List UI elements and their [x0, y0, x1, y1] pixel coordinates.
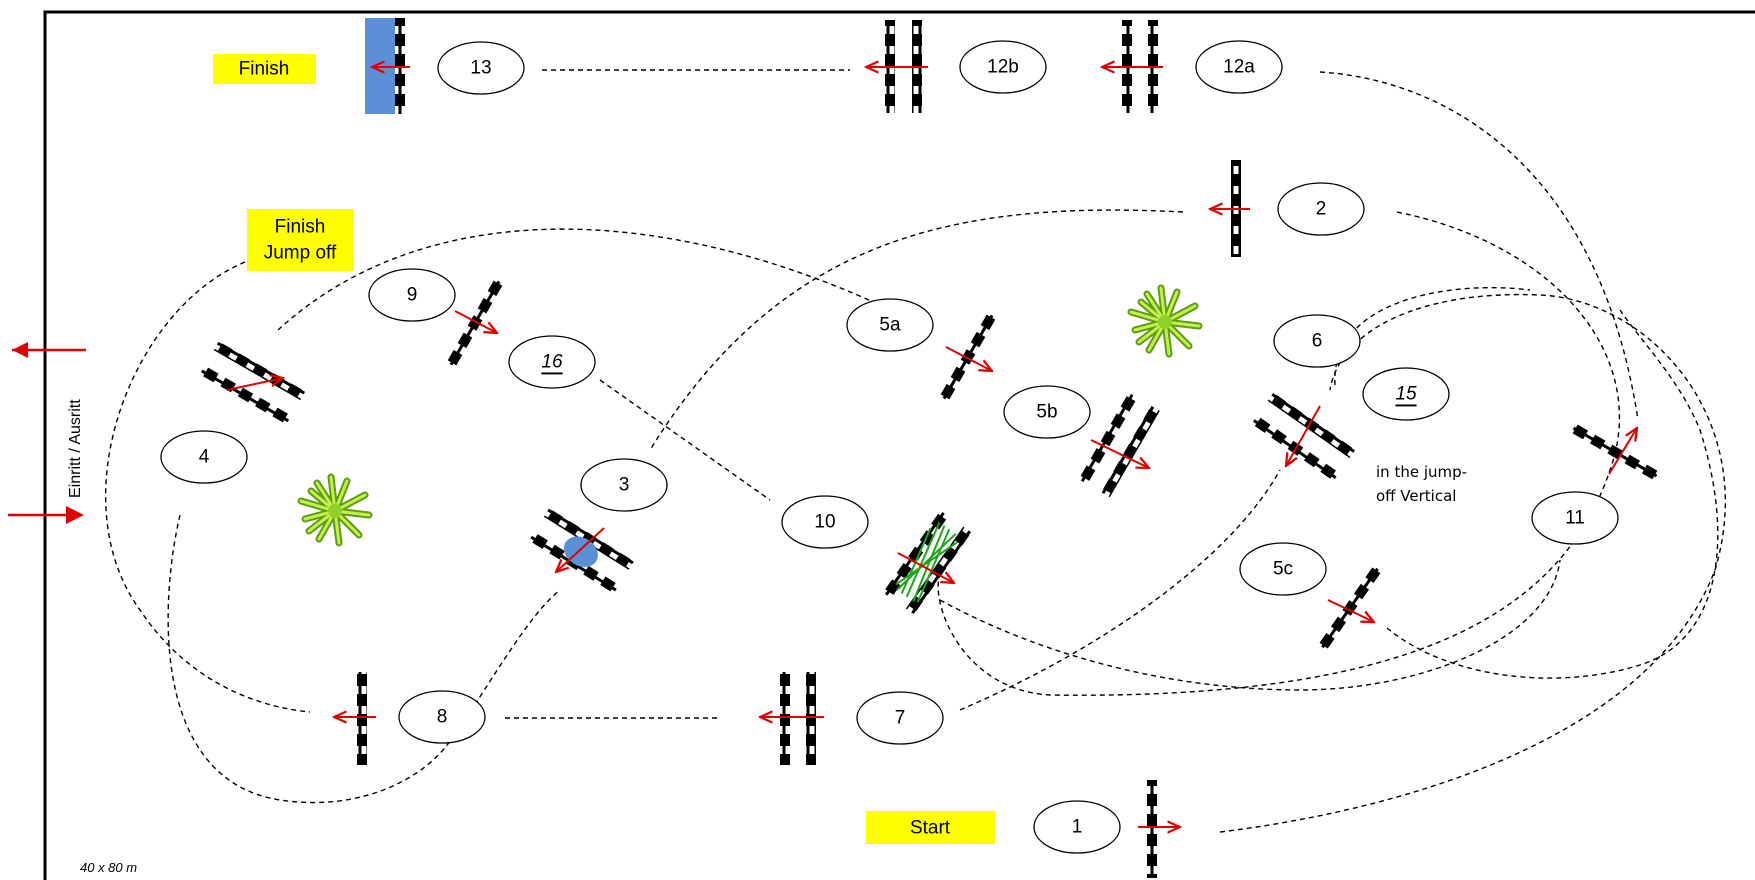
fence-13: [372, 18, 410, 114]
obstacle-number-5b: [1003, 385, 1091, 439]
fence-12a: [1102, 20, 1163, 113]
number-15-text: 15: [1395, 384, 1417, 405]
obstacle-number-6: [1273, 314, 1361, 368]
obstacle-number-2: [1277, 182, 1365, 236]
obstacle-number-15: [1362, 367, 1450, 421]
svg-text:Jump off: Jump off: [264, 243, 337, 264]
finish-label: Finish: [213, 54, 316, 84]
obstacle-number-12a: [1195, 40, 1283, 94]
obstacle-number-11: [1531, 491, 1619, 545]
fence-11: [1570, 423, 1660, 481]
arena-border: [43, 10, 1755, 880]
obstacle-number-16: [508, 335, 596, 389]
entry-exit-label: Einritt / Ausritt: [67, 399, 84, 498]
fence-9: [446, 278, 504, 368]
hedge-fill: [895, 521, 958, 603]
svg-text:Start: Start: [910, 818, 951, 839]
obstacle-number-1: [1033, 800, 1121, 854]
svg-text:Finish: Finish: [239, 59, 290, 80]
start-label: Start: [866, 811, 995, 844]
obstacle-number-13: [437, 41, 525, 95]
obstacle-number-9: [368, 268, 456, 322]
number-9-text: 9: [407, 285, 418, 306]
obstacle-number-8: [398, 690, 486, 744]
fence-2: [1210, 160, 1250, 257]
number-7-text: 7: [895, 708, 906, 729]
obstacle-number-3: [580, 458, 668, 512]
obstacle-number-12b: [959, 40, 1047, 94]
number-11-text: 11: [1565, 508, 1585, 529]
number-3-text: 3: [619, 475, 630, 496]
fence-5b: [1078, 392, 1160, 498]
fence-12b: [866, 20, 928, 113]
fence-5a: [939, 312, 997, 402]
jumpoff-note-line1: in the jump-: [1376, 463, 1467, 481]
exit-arrow: [12, 342, 86, 358]
jumpoff-note-line2: off Vertical: [1376, 487, 1456, 505]
plant-icon: [1131, 288, 1199, 354]
fence-3: [528, 508, 634, 594]
number-12a-text: 12a: [1223, 57, 1255, 78]
number-1-text: 1: [1072, 817, 1083, 838]
number-2-text: 2: [1316, 199, 1327, 220]
number-5b-text: 5b: [1036, 402, 1057, 423]
entry-arrow: [8, 506, 84, 524]
arena-size-label: 40 x 80 m: [80, 860, 137, 875]
obstacle-number-4: [160, 430, 248, 484]
fence-1: [1138, 780, 1180, 878]
obstacle-number-10: [781, 495, 869, 549]
number-5a-text: 5a: [879, 315, 901, 336]
fence-7: [760, 672, 824, 765]
plant-icon: [301, 477, 369, 543]
fence-6: [1251, 392, 1356, 482]
number-8-text: 8: [437, 707, 448, 728]
water-tray: [563, 536, 598, 567]
obstacle-number-5c: [1239, 542, 1327, 596]
fence-8: [334, 672, 376, 765]
obstacle-number-5a: [846, 298, 934, 352]
number-5c-text: 5c: [1273, 559, 1293, 580]
number-4-text: 4: [199, 447, 210, 468]
number-13-text: 13: [470, 58, 491, 79]
svg-text:Finish: Finish: [275, 217, 326, 238]
fence-4: [199, 341, 306, 425]
finish-jumpoff-label: Finish Jump off: [247, 209, 354, 271]
fence-10: [882, 510, 972, 615]
number-6-text: 6: [1312, 331, 1323, 352]
number-12b-text: 12b: [987, 57, 1019, 78]
obstacle-number-7: [856, 691, 944, 745]
number-16-text: 16: [541, 352, 563, 373]
course-route: [105, 69, 1726, 833]
fence-5c: [1318, 565, 1382, 651]
number-10-text: 10: [814, 512, 835, 533]
